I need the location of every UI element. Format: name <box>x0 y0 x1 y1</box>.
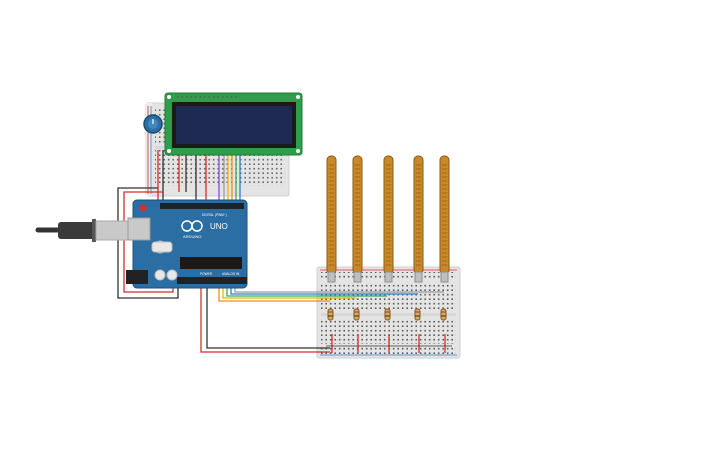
arduino-uno-board[interactable]: UNO ARDUINO DIGITAL (PWM~) POWER ANALOG … <box>126 199 248 289</box>
power-jack <box>126 270 148 284</box>
resistor[interactable] <box>353 308 360 321</box>
lcd-screen <box>176 106 292 144</box>
power-wires <box>117 187 330 353</box>
resistor[interactable] <box>414 308 421 321</box>
usb-cable <box>35 219 137 242</box>
resistor[interactable] <box>327 308 334 321</box>
breadboard-jumpers <box>326 334 452 353</box>
resistors[interactable] <box>327 308 447 321</box>
digital-label: DIGITAL (PWM~) <box>202 213 227 217</box>
reset-button[interactable] <box>139 204 147 212</box>
microcontroller-chip <box>180 257 242 269</box>
analog-label: ANALOG IN <box>222 272 240 276</box>
digital-header <box>160 203 244 209</box>
flex-sensor[interactable] <box>326 155 337 283</box>
usb-port <box>127 217 151 241</box>
flex-sensor[interactable] <box>439 155 450 283</box>
lcd-display[interactable] <box>164 92 303 156</box>
lcd-wires <box>157 150 241 205</box>
potentiometer[interactable] <box>143 114 163 134</box>
flex-sensor[interactable] <box>413 155 424 283</box>
resistor[interactable] <box>384 308 391 321</box>
board-brand: ARDUINO <box>183 234 201 239</box>
resistor[interactable] <box>440 308 447 321</box>
flex-sensors[interactable] <box>326 155 450 283</box>
flex-sensor[interactable] <box>383 155 394 283</box>
flex-sensor[interactable] <box>352 155 363 283</box>
analog-power-header <box>177 277 247 284</box>
board-logo-text: UNO <box>210 222 228 231</box>
arduino-logo-icon <box>181 220 203 232</box>
power-label: POWER <box>200 272 213 276</box>
